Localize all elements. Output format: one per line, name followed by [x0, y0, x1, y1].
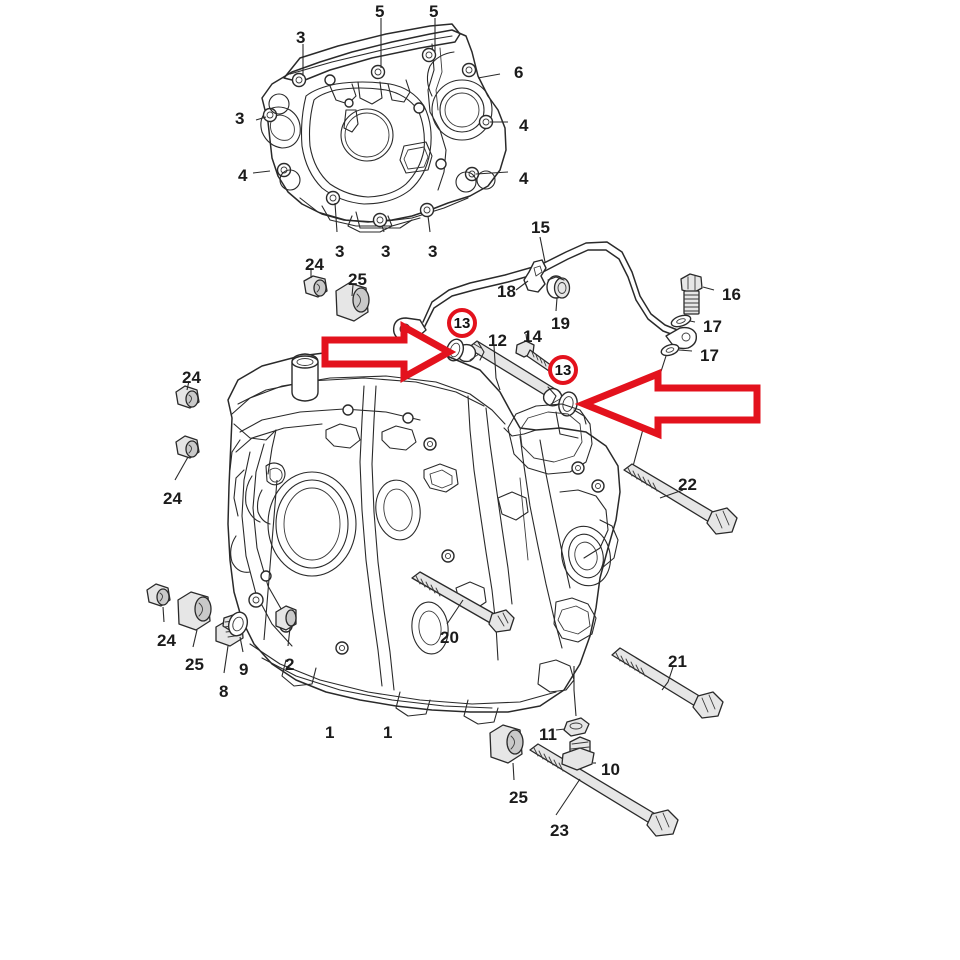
part-callout-19: 19 [551, 314, 570, 333]
part-callout-5: 5 [429, 2, 439, 21]
part-callout-4: 4 [519, 116, 529, 135]
union-bolt-16 [680, 273, 703, 315]
part-callout-5: 5 [375, 2, 385, 21]
gasket-9 [227, 611, 249, 637]
stud-bolt-20 [411, 571, 515, 633]
dowel-pin-2 [275, 605, 297, 631]
nut-24-upperleft [175, 385, 200, 409]
part-callout-1: 1 [325, 723, 335, 742]
part-callout-3: 3 [381, 242, 391, 261]
washer-11 [563, 717, 590, 737]
part-callout-3: 3 [235, 109, 245, 128]
plug-10 [561, 736, 595, 771]
part-callout-24: 24 [157, 631, 176, 650]
part-callout-6: 6 [514, 63, 524, 82]
part-callout-25: 25 [185, 655, 204, 674]
part-callout-4: 4 [519, 169, 529, 188]
highlight-badge-13-lower[interactable]: 13 [548, 355, 578, 385]
nut-24-top [303, 275, 328, 298]
annotation-layer [321, 321, 761, 440]
oil-pipe-assembly [392, 241, 698, 350]
part-callout-10: 10 [601, 760, 620, 779]
part-callout-3: 3 [428, 242, 438, 261]
highlight-arrow-right [574, 368, 761, 440]
part-callout-8: 8 [219, 682, 229, 701]
part-callout-24: 24 [163, 489, 182, 508]
part-callout-14: 14 [523, 327, 542, 346]
part-callout-25: 25 [348, 270, 367, 289]
bolt-14 [515, 340, 553, 372]
part-callout-17: 17 [700, 346, 719, 365]
part-callout-16: 16 [722, 285, 741, 304]
through-bolt-22 [623, 463, 738, 535]
upper-crankcase-half [260, 23, 507, 233]
oil-pipe-12 [456, 340, 563, 407]
part-callout-25: 25 [509, 788, 528, 807]
part-callout-9: 9 [239, 660, 249, 679]
lower-crankcase-main [227, 348, 621, 725]
gasket-17-lower [660, 343, 680, 357]
nut-24-lowerleft [146, 583, 171, 607]
part-callout-15: 15 [531, 218, 550, 237]
bushing-25-lowerleft [177, 591, 212, 631]
part-callout-4: 4 [238, 166, 248, 185]
part-callout-3: 3 [335, 242, 345, 261]
through-bolt-21 [611, 647, 724, 719]
part-callout-3: 3 [296, 28, 306, 47]
part-callout-24: 24 [182, 368, 201, 387]
part-callout-17: 17 [703, 317, 722, 336]
nut-24-midleft [175, 435, 200, 459]
part-callout-24: 24 [305, 255, 324, 274]
upper-callout-leaders [252, 18, 509, 233]
part-callout-1: 1 [383, 723, 393, 742]
part-callout-21: 21 [668, 652, 687, 671]
part-callout-23: 23 [550, 821, 569, 840]
pipe-callout-leaders [515, 236, 558, 312]
part-callout-20: 20 [440, 628, 459, 647]
part-callout-18: 18 [497, 282, 516, 301]
part-callout-2: 2 [285, 655, 295, 674]
gasket-17-upper [670, 314, 692, 328]
part-callout-12: 12 [488, 331, 507, 350]
bushing-25-top [335, 282, 370, 322]
part-callout-22: 22 [678, 475, 697, 494]
o-ring-13-right [558, 391, 578, 417]
highlight-arrow-left [321, 321, 457, 383]
bushing-25-bottom [489, 724, 524, 764]
part-callout-11: 11 [539, 725, 557, 744]
highlight-badge-13-upper[interactable]: 13 [447, 308, 477, 338]
